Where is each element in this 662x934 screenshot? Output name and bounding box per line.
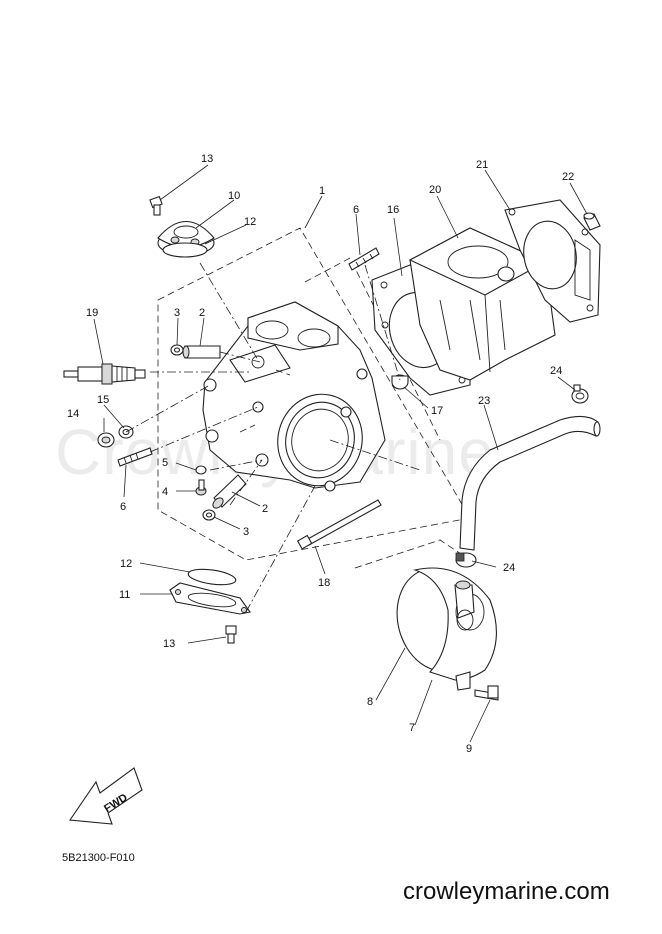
callout-11: 11 (119, 589, 130, 601)
callout-16: 16 (387, 204, 399, 216)
callout-20: 20 (429, 184, 441, 196)
callout-2-lower: 2 (262, 503, 268, 515)
callout-8: 8 (367, 696, 373, 708)
thermostat-cover (396, 567, 497, 691)
cylinder-block (408, 227, 556, 381)
site-credit: crowleymarine.com (403, 878, 610, 905)
stud-bolt-6-upper (348, 247, 380, 271)
callout-14: 14 (67, 408, 79, 420)
callout-24-lower: 24 (503, 562, 515, 574)
callout-6-upper: 6 (353, 204, 359, 216)
cover-bolt-bottom (225, 625, 237, 644)
lower-gasket-12 (187, 568, 237, 586)
callout-12-top: 12 (244, 216, 256, 228)
cover-bolt-top (149, 195, 163, 216)
dowel-17 (391, 374, 409, 390)
cylinder-base-gasket (504, 199, 601, 323)
callout-9: 9 (466, 743, 472, 755)
callout-7: 7 (409, 722, 415, 734)
lower-cover-11 (169, 582, 251, 615)
callout-2-upper: 2 (199, 307, 205, 319)
hose-clamp-24-upper (571, 384, 589, 404)
washer-3-upper (170, 344, 184, 356)
leader-lines (93, 164, 588, 743)
callout-23: 23 (478, 395, 490, 407)
callout-3-lower: 3 (243, 526, 249, 538)
bolt-9 (474, 685, 499, 701)
callout-1: 1 (319, 185, 325, 197)
callout-10: 10 (228, 190, 240, 202)
cylinder-head-cover (157, 221, 215, 258)
callout-18: 18 (318, 577, 330, 589)
callout-13-top: 13 (201, 153, 213, 165)
callout-12-lower: 12 (120, 558, 132, 570)
callout-13-lower: 13 (163, 638, 175, 650)
bolt-4 (195, 479, 207, 496)
dowel-2-lower (212, 474, 247, 509)
washer-5 (195, 465, 207, 475)
callout-21: 21 (476, 159, 488, 171)
centre-lines (125, 262, 421, 613)
spark-plug (63, 363, 146, 385)
callout-24-upper: 24 (550, 365, 562, 377)
cylinder-head (202, 301, 386, 492)
callout-22: 22 (562, 171, 574, 183)
long-bolt-18 (296, 499, 382, 550)
callout-4: 4 (162, 486, 168, 498)
fwd-arrow: FWD (69, 767, 143, 825)
bolt-14 (97, 432, 115, 448)
callout-labels: 13 10 12 1 6 16 20 21 22 23 24 19 3 2 15… (67, 153, 574, 755)
callout-3-upper: 3 (174, 307, 180, 319)
stud-bolt-6-left (117, 447, 153, 467)
callout-17: 17 (431, 405, 443, 417)
drawing-code: 5B21300-F010 (62, 852, 135, 864)
callout-19: 19 (86, 307, 98, 319)
callout-15: 15 (97, 394, 109, 406)
hose-clamp-24-lower (455, 552, 477, 568)
dowel-2-upper (182, 345, 221, 359)
dowel-22 (583, 212, 601, 231)
washer-3-lower (202, 509, 216, 521)
callout-6-lower: 6 (120, 501, 126, 513)
hose-23 (459, 415, 601, 551)
callout-5: 5 (162, 457, 168, 469)
